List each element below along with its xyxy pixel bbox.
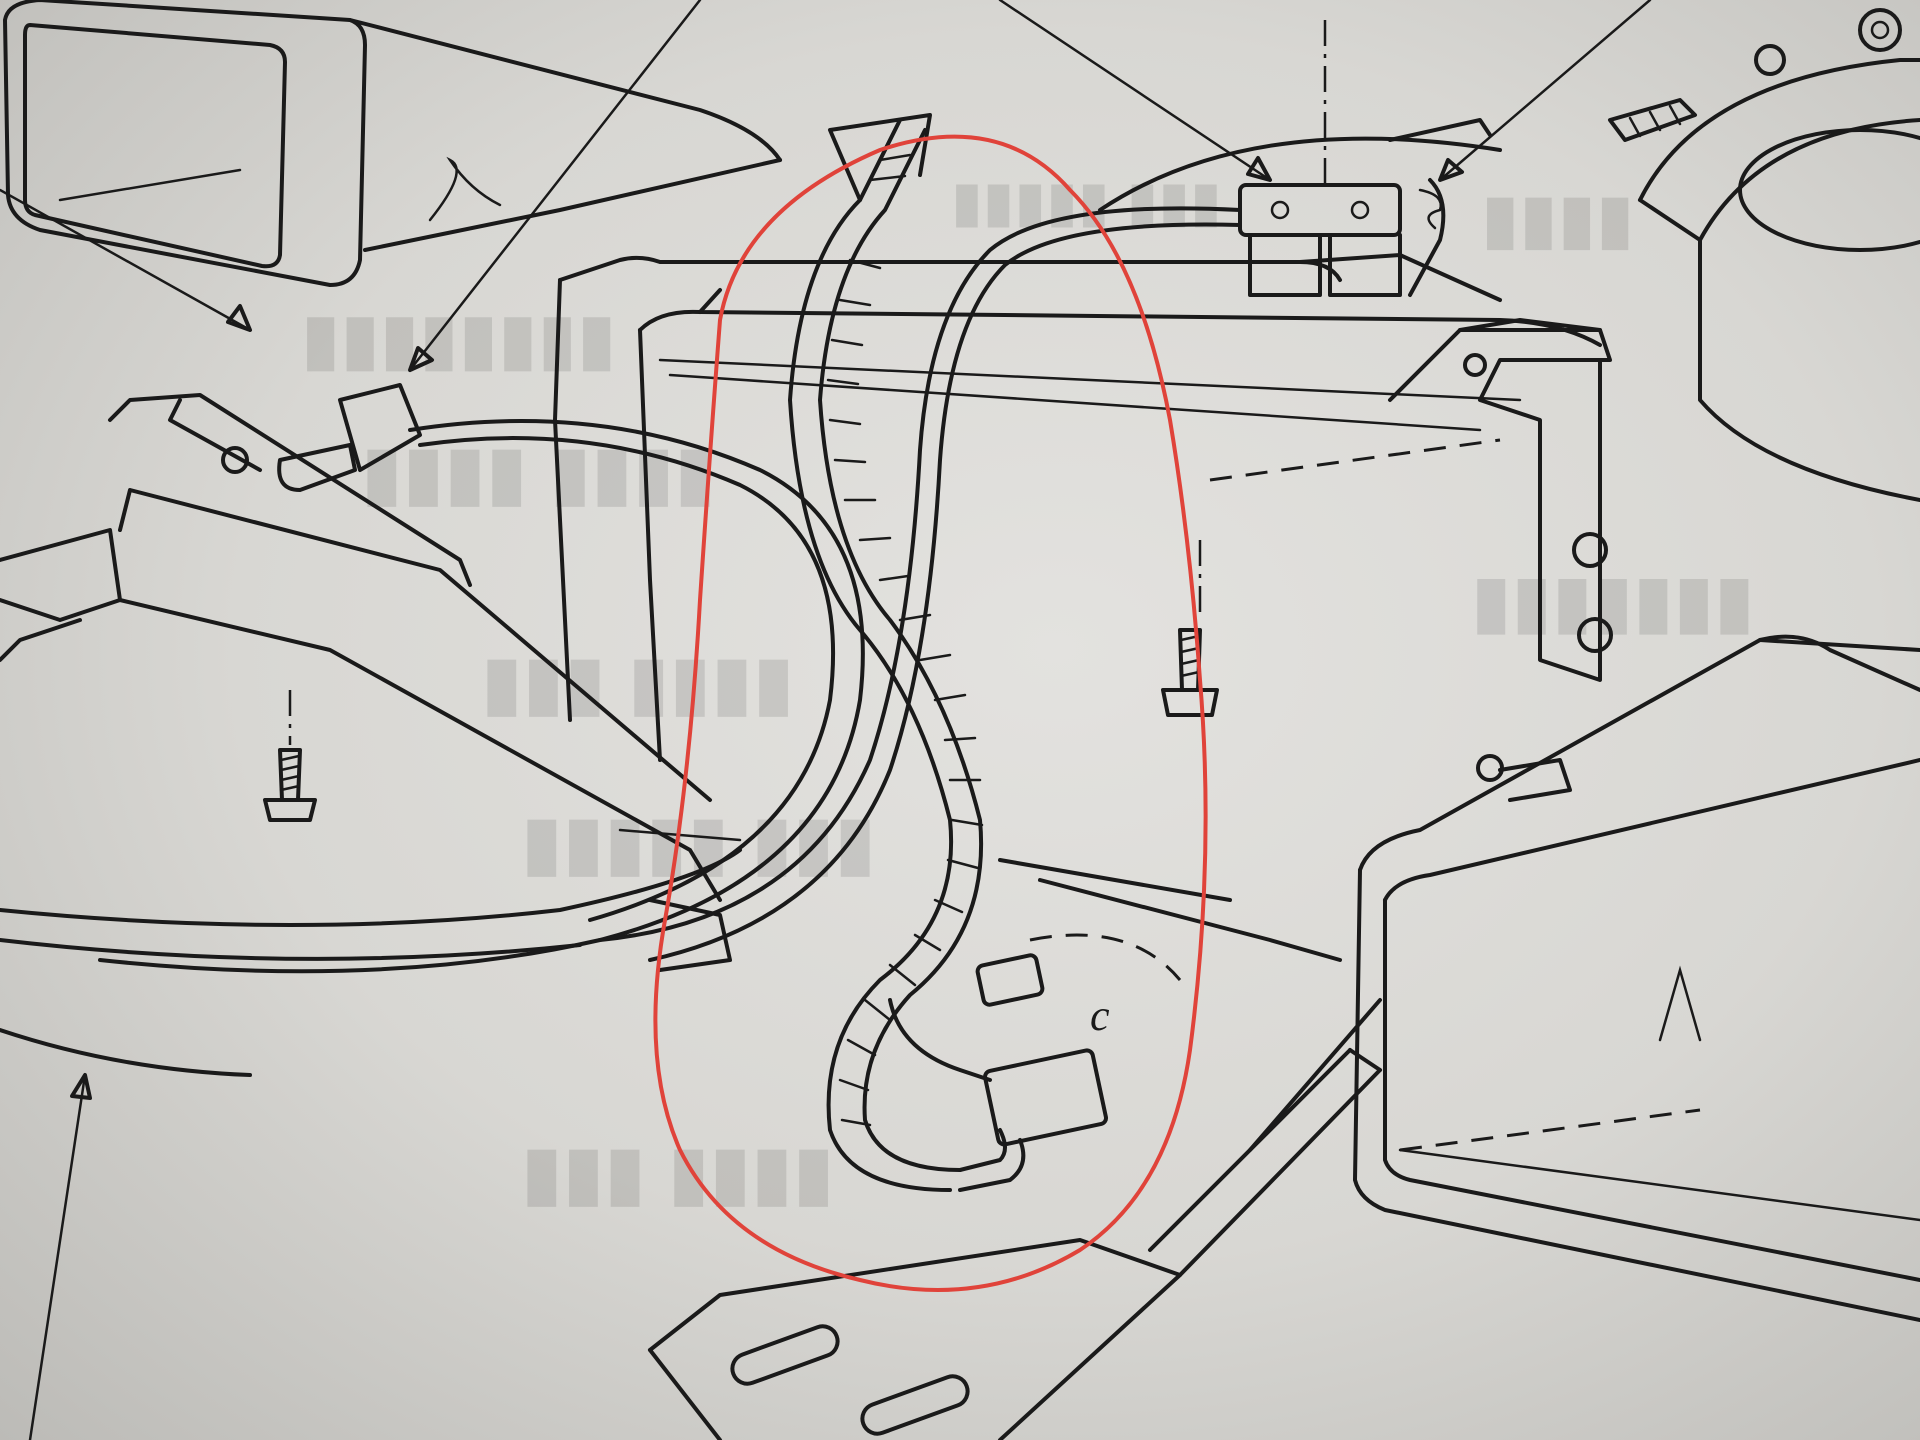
lower-left-duct [0, 393, 742, 1077]
red-annotation-circle [653, 134, 1208, 1292]
blower-motor-housing [1098, 8, 1920, 502]
lower-right-register [1353, 634, 1920, 1322]
upper-left-register [3, 0, 782, 287]
right-stud [1476, 754, 1572, 802]
right-mounting-bracket [1388, 318, 1613, 682]
hidden-line [1029, 933, 1182, 981]
wiring-harness [788, 113, 1108, 1192]
screw-left [263, 690, 317, 822]
top-center-switch [1238, 20, 1492, 297]
left-cable-clip [168, 383, 422, 492]
heater-plenum [553, 253, 1602, 762]
leader-arrows [0, 0, 1652, 1440]
control-cables [98, 206, 1342, 974]
callout-letter: c [1090, 991, 1110, 1040]
lower-mounting-plate [648, 998, 1382, 1440]
